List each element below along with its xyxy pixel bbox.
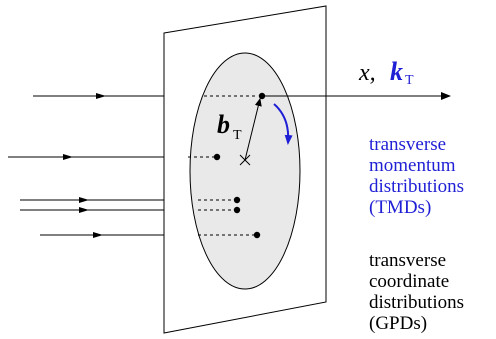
- tmd-caption-line-3: distributions: [369, 176, 464, 197]
- incoming-arrowhead-3: [79, 197, 89, 203]
- bt-subscript: T: [233, 128, 242, 143]
- parton-dot-2: [213, 153, 221, 161]
- incoming-arrowhead-1: [96, 93, 106, 99]
- gpd-caption-line-3: distributions: [369, 292, 464, 313]
- center-cross-icon: [239, 154, 251, 166]
- x-variable-label: x,: [358, 60, 376, 86]
- tmd-caption-line-4: (TMDs): [369, 197, 431, 218]
- parton-dot-3: [233, 196, 241, 204]
- tmd-caption: transverse momentum distributions (TMDs): [369, 134, 464, 218]
- gpd-caption: transverse coordinate distributions (GPD…: [369, 250, 464, 334]
- gpd-caption-line-2: coordinate: [369, 271, 449, 292]
- incoming-arrowhead-5: [93, 232, 103, 238]
- incoming-arrowhead-2: [63, 154, 73, 160]
- parton-dot-5: [253, 231, 261, 239]
- proton-ellipse: [189, 52, 301, 290]
- gpd-caption-line-1: transverse: [369, 250, 446, 271]
- rotation-arrow-icon: [273, 103, 293, 145]
- parton-guides: [188, 95, 258, 236]
- gpd-caption-line-4: (GPDs): [369, 313, 427, 334]
- tmd-caption-line-1: transverse: [369, 134, 446, 155]
- bt-label: b: [217, 110, 230, 139]
- tmd-caption-line-2: momentum: [369, 155, 456, 176]
- kt-label: k: [390, 57, 403, 86]
- incoming-lines: [8, 93, 164, 238]
- bt-vector: [244, 98, 262, 161]
- parton-dot-4: [233, 206, 241, 214]
- kt-subscript: T: [405, 73, 414, 88]
- incoming-arrowhead-4: [79, 207, 89, 213]
